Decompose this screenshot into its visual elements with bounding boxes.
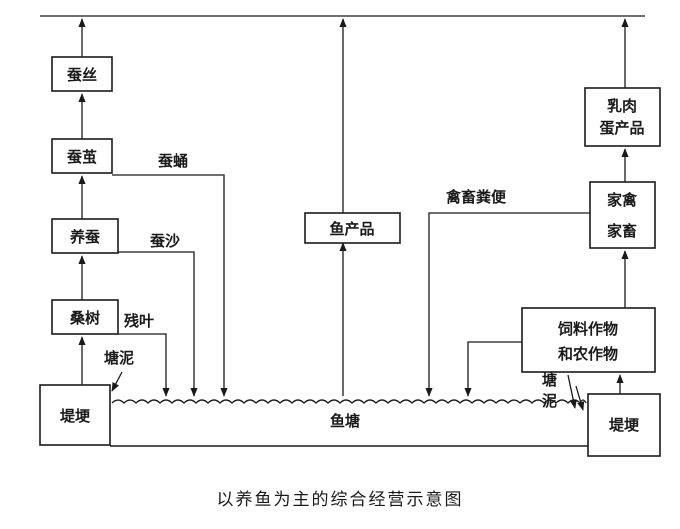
dairy-label-line2: 蛋产品 — [599, 119, 644, 137]
fish-pond-label: 鱼塘 — [330, 412, 360, 430]
dairy-label-line1: 乳肉 — [607, 97, 637, 115]
manure-label: 禽畜粪便 — [445, 188, 507, 206]
arrow-manure-to-pond — [425, 212, 590, 397]
left-dike-box — [39, 384, 111, 446]
pond-mud-right-label-2: 泥 — [542, 392, 557, 410]
silk-label: 蚕丝 — [66, 66, 97, 84]
silkworm-excrement-label: 蚕沙 — [149, 232, 180, 250]
dairy-box — [584, 87, 661, 147]
arrow-pond-mud-to-right-dike-2 — [575, 385, 585, 411]
diagram-caption: 以养鱼为主的综合经营示意图 — [217, 490, 464, 510]
pond-mud-right-label-1: 塘 — [542, 371, 557, 389]
cocoon-label: 蚕茧 — [66, 148, 97, 166]
crops-label-line2: 和农作物 — [558, 345, 618, 363]
mulberry-label: 桑树 — [70, 309, 100, 327]
crops-label-line1: 饲料作物 — [557, 320, 618, 338]
livestock-box — [589, 181, 656, 249]
arrow-leftover-leaves-to-pond — [118, 333, 170, 397]
fish-pond — [110, 399, 588, 447]
leftover-leaves-label: 残叶 — [124, 312, 154, 330]
left-dike-label: 堤埂 — [60, 407, 91, 425]
livestock-label-line1: 家禽 — [607, 191, 638, 209]
right-dike-label: 堤埂 — [609, 416, 640, 434]
pond-surface-waves — [111, 399, 587, 405]
crops-box — [521, 307, 656, 373]
arrow-silkworm-excrement-to-pond — [118, 251, 198, 397]
silk-box — [51, 56, 113, 92]
mulberry-box — [51, 299, 119, 335]
arrow-pupa-to-pond — [112, 174, 228, 397]
pupa-label: 蚕蛹 — [157, 152, 188, 170]
arrow-pond-mud-to-right-dike-1 — [567, 374, 577, 409]
fish-products-label: 鱼产品 — [329, 220, 374, 238]
pond-mud-left-label: 塘泥 — [104, 349, 134, 367]
arrow-pond-mud-to-left-dike — [111, 371, 123, 392]
arrow-crops-to-pond — [464, 341, 522, 397]
cocoon-box — [51, 138, 113, 174]
silkworm-box — [51, 218, 119, 254]
fish-products-box — [304, 212, 401, 244]
silkworm-label: 养蚕 — [69, 228, 101, 246]
livestock-label-line2: 家畜 — [607, 222, 637, 240]
right-dike-box — [587, 393, 661, 457]
